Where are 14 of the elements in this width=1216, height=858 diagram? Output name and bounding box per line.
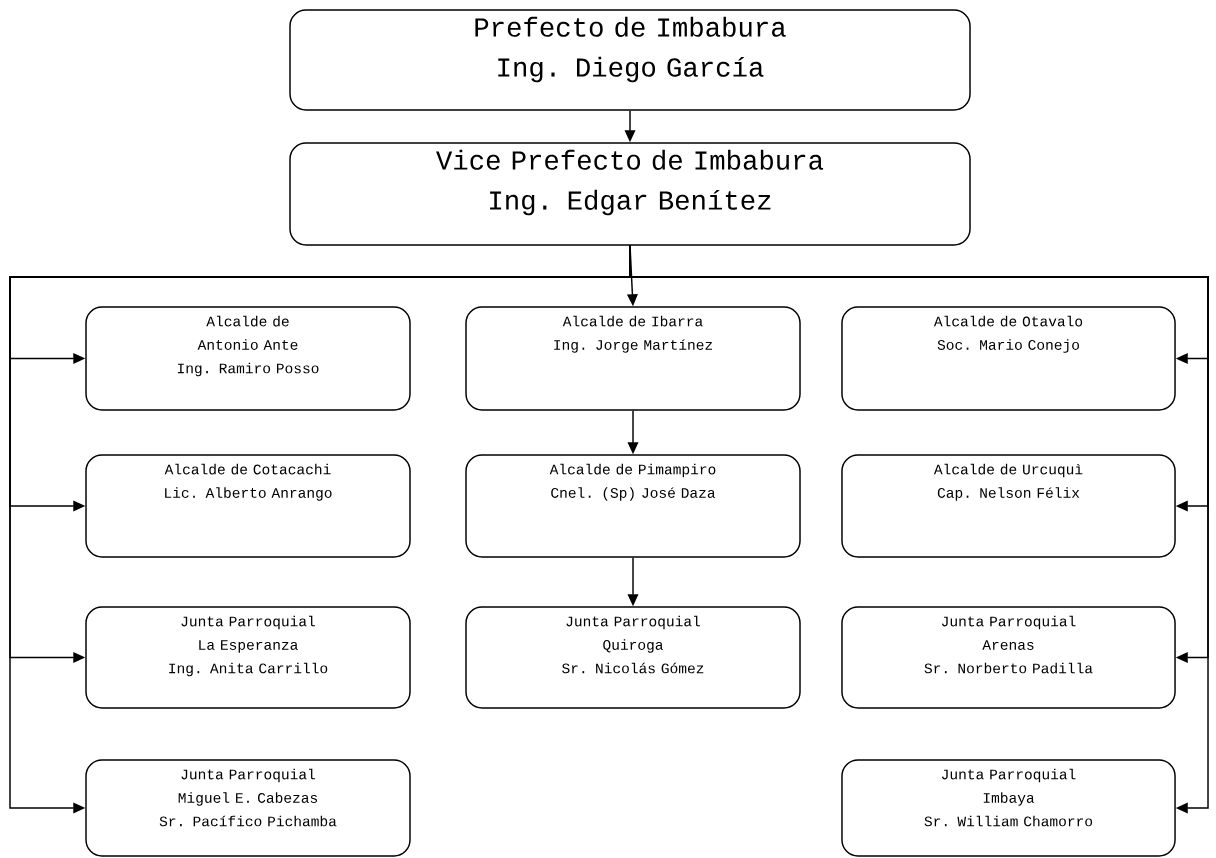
org-box: Alcalde de Cotacachi Lic. Alberto Anrango bbox=[85, 454, 411, 558]
org-box: Vice Prefecto de Imbabura Ing. Edgar Benítez bbox=[289, 142, 971, 246]
arrow bbox=[629, 245, 1209, 814]
org-box: Junta Parroquial Miguel E. Cabezas Sr. Pacífico Pichamba bbox=[85, 759, 411, 857]
org-box: Junta Parroquial Imbaya Sr. William Chamorro bbox=[841, 759, 1176, 857]
org-box: Junta Parroquial Quiroga Sr. Nicolás Gómez bbox=[465, 606, 801, 709]
org-box: Junta Parroquial Arenas Sr. Norberto Padilla bbox=[841, 606, 1176, 709]
org-box: Alcalde de Otavalo Soc. Mario Conejo bbox=[841, 306, 1176, 411]
org-box: Alcalde de Antonio Ante Ing. Ramiro Posso bbox=[85, 306, 411, 411]
org-box: Alcalde de Pimampiro Cnel. (Sp) José Daza bbox=[465, 454, 801, 558]
org-box: Alcalde de Ibarra Ing. Jorge Martínez bbox=[465, 306, 801, 411]
org-box: Alcalde de Urcuquì Cap. Nelson Félix bbox=[841, 454, 1176, 558]
org-box: Junta Parroquial La Esperanza Ing. Anita Carrillo bbox=[85, 606, 411, 709]
org-box: Prefecto de Imbabura Ing. Diego García bbox=[289, 9, 971, 111]
